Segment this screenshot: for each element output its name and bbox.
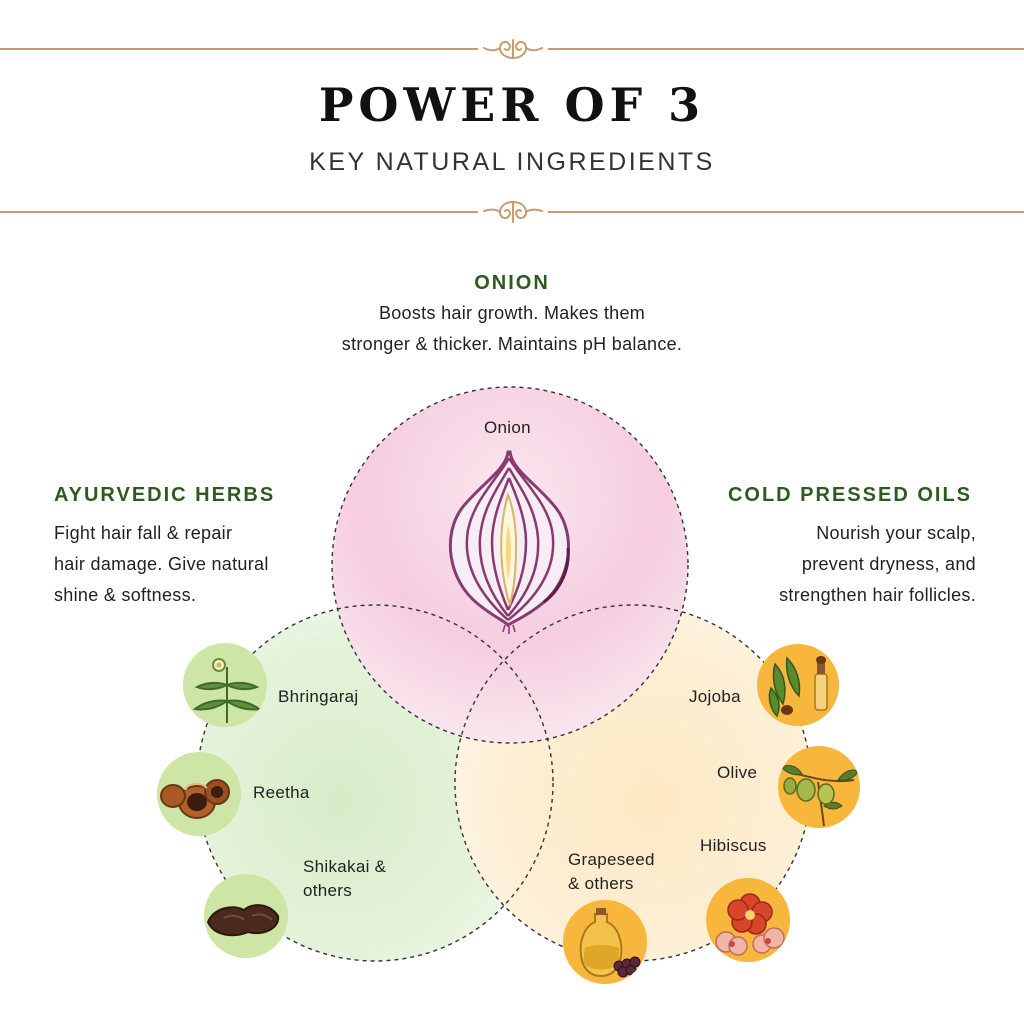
bottom-ornament-icon	[483, 201, 543, 223]
grapeseed-badge	[563, 900, 647, 984]
oils-heading: COLD PRESSED OILS	[727, 484, 972, 506]
onion-description: Boosts hair growth. Makes them stronger …	[0, 298, 1024, 360]
herbs-description-line: shine & softness.	[54, 585, 197, 605]
reetha-nut-icon	[160, 779, 230, 819]
onion-heading: ONION	[474, 272, 550, 294]
shikakai-badge	[204, 874, 288, 958]
shikakai-label: Shikakai & others	[303, 857, 387, 900]
herbs-description: Fight hair fall & repair hair damage. Gi…	[54, 518, 269, 611]
onion-label: Onion	[484, 418, 531, 437]
olive-badge	[778, 746, 860, 828]
grapeseed-oil-icon	[579, 908, 641, 978]
hibiscus-label: Hibiscus	[700, 836, 767, 855]
onion-icon	[448, 450, 570, 634]
page-subtitle: KEY NATURAL INGREDIENTS	[309, 148, 715, 176]
oils-description-line: Nourish your scalp,	[816, 523, 976, 543]
jojoba-label: Jojoba	[689, 687, 741, 706]
oils-description: Nourish your scalp, prevent dryness, and…	[779, 518, 976, 611]
olive-label: Olive	[717, 763, 758, 782]
bottom-rule-left	[0, 211, 478, 213]
bottom-rule-right	[548, 211, 1024, 213]
top-ornament-icon	[483, 39, 543, 59]
onion-circle-outline	[331, 386, 689, 744]
top-rule-left	[0, 48, 478, 50]
hibiscus-flower-icon	[715, 893, 785, 956]
herbs-description-line: hair damage. Give natural	[54, 554, 269, 574]
herbs-description-line: Fight hair fall & repair	[54, 523, 233, 543]
shikakai-pod-icon	[206, 904, 280, 937]
top-rule-right	[548, 48, 1024, 50]
jojoba-badge	[757, 644, 839, 726]
oils-description-line: strengthen hair follicles.	[779, 585, 976, 605]
bhringaraj-badge	[183, 643, 267, 727]
onion-description-line: stronger & thicker. Maintains pH balance…	[341, 334, 683, 354]
hibiscus-badge	[706, 878, 790, 962]
jojoba-oil-icon	[768, 656, 828, 718]
bhringaraj-plant-icon	[192, 658, 262, 723]
herbs-heading: AYURVEDIC HERBS	[54, 484, 276, 506]
onion-description-line: Boosts hair growth. Makes them	[378, 303, 646, 323]
herbs-circle-outline	[196, 604, 554, 962]
olive-branch-icon	[781, 765, 859, 827]
oils-description-line: prevent dryness, and	[801, 554, 976, 574]
bhringaraj-label: Bhringaraj	[278, 687, 359, 706]
grapeseed-label: Grapeseed & others	[568, 850, 655, 893]
page-title: POWER OF 3	[318, 78, 706, 132]
reetha-label: Reetha	[253, 783, 310, 802]
reetha-badge	[157, 752, 241, 836]
